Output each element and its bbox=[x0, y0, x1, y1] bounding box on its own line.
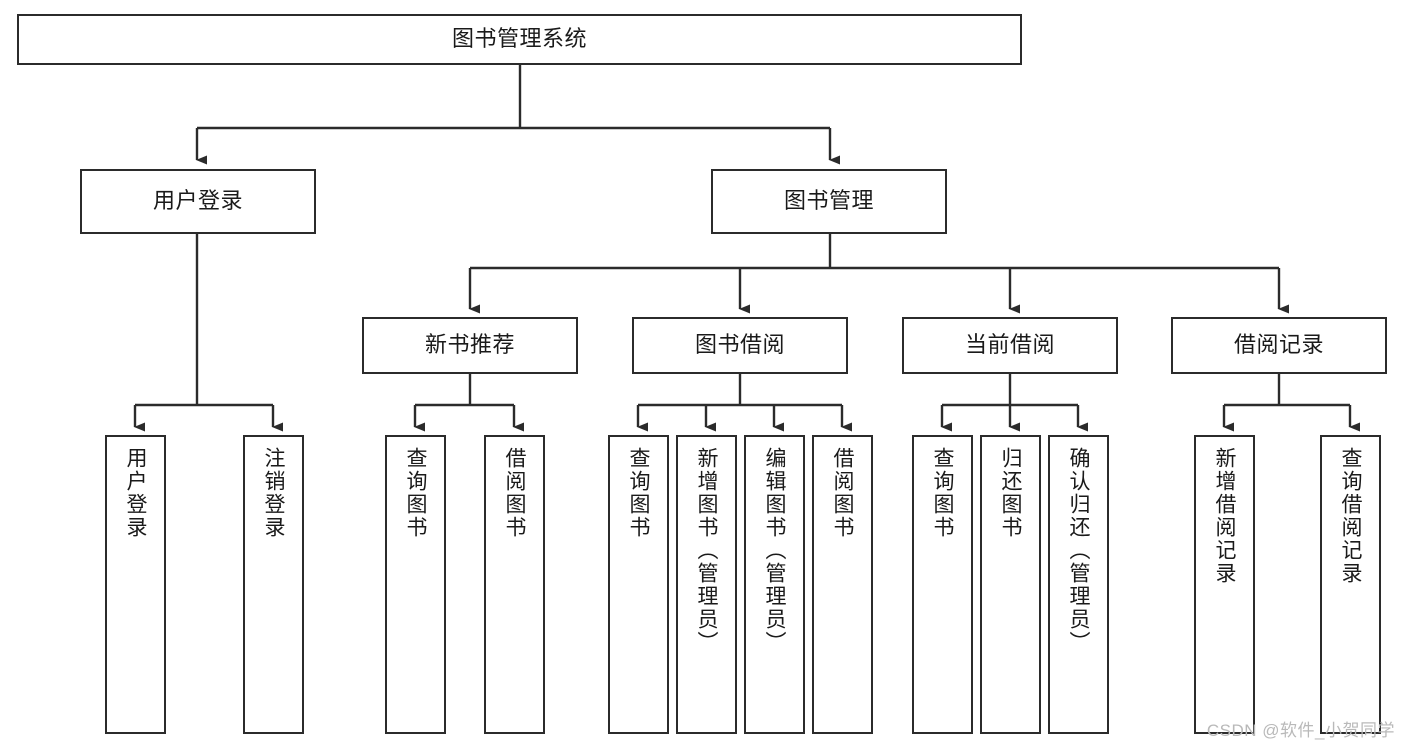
node-leaf-add-record[interactable]: 新增借阅记录 bbox=[1194, 435, 1255, 734]
node-label: 图书管理系统 bbox=[451, 26, 587, 52]
watermark-text: CSDN @软件_小贺同学 bbox=[1206, 721, 1395, 740]
node-label: 借阅图书 bbox=[503, 447, 526, 539]
node-label: 新增借阅记录 bbox=[1213, 447, 1236, 585]
node-leaf-add-book[interactable]: 新增图书（管理员） bbox=[676, 435, 737, 734]
node-label: 查询借阅记录 bbox=[1339, 447, 1362, 585]
node-book-management[interactable]: 图书管理 bbox=[711, 169, 947, 234]
node-leaf-user-login[interactable]: 用户登录 bbox=[105, 435, 166, 734]
node-user-login[interactable]: 用户登录 bbox=[80, 169, 316, 234]
node-label: 借阅记录 bbox=[1233, 332, 1324, 358]
node-current-borrow[interactable]: 当前借阅 bbox=[902, 317, 1118, 374]
node-leaf-return-book[interactable]: 归还图书 bbox=[980, 435, 1041, 734]
node-label: 归还图书 bbox=[999, 447, 1022, 539]
node-book-management-system[interactable]: 图书管理系统 bbox=[17, 14, 1022, 65]
node-label: 查询图书 bbox=[931, 447, 954, 539]
node-label: 新增图书（管理员） bbox=[695, 447, 718, 654]
node-borrow-record[interactable]: 借阅记录 bbox=[1171, 317, 1387, 374]
node-label: 借阅图书 bbox=[831, 447, 854, 539]
node-leaf-query-book-2[interactable]: 查询图书 bbox=[608, 435, 669, 734]
node-leaf-confirm-return[interactable]: 确认归还（管理员） bbox=[1048, 435, 1109, 734]
node-leaf-borrow-book-2[interactable]: 借阅图书 bbox=[812, 435, 873, 734]
node-leaf-user-logout[interactable]: 注销登录 bbox=[243, 435, 304, 734]
node-leaf-edit-book[interactable]: 编辑图书（管理员） bbox=[744, 435, 805, 734]
node-leaf-query-record[interactable]: 查询借阅记录 bbox=[1320, 435, 1381, 734]
node-label: 编辑图书（管理员） bbox=[763, 447, 786, 654]
node-label: 新书推荐 bbox=[424, 332, 515, 358]
node-leaf-query-book-3[interactable]: 查询图书 bbox=[912, 435, 973, 734]
node-new-book-recommend[interactable]: 新书推荐 bbox=[362, 317, 578, 374]
node-label: 查询图书 bbox=[627, 447, 650, 539]
node-leaf-query-book-1[interactable]: 查询图书 bbox=[385, 435, 446, 734]
node-book-borrow[interactable]: 图书借阅 bbox=[632, 317, 848, 374]
node-label: 当前借阅 bbox=[964, 332, 1055, 358]
node-label: 图书借阅 bbox=[694, 332, 785, 358]
node-label: 确认归还（管理员） bbox=[1067, 447, 1090, 654]
node-leaf-borrow-book-1[interactable]: 借阅图书 bbox=[484, 435, 545, 734]
node-label: 图书管理 bbox=[783, 188, 874, 214]
node-label: 注销登录 bbox=[262, 447, 285, 539]
node-label: 用户登录 bbox=[124, 447, 147, 539]
node-label: 用户登录 bbox=[152, 188, 243, 214]
node-label: 查询图书 bbox=[404, 447, 427, 539]
